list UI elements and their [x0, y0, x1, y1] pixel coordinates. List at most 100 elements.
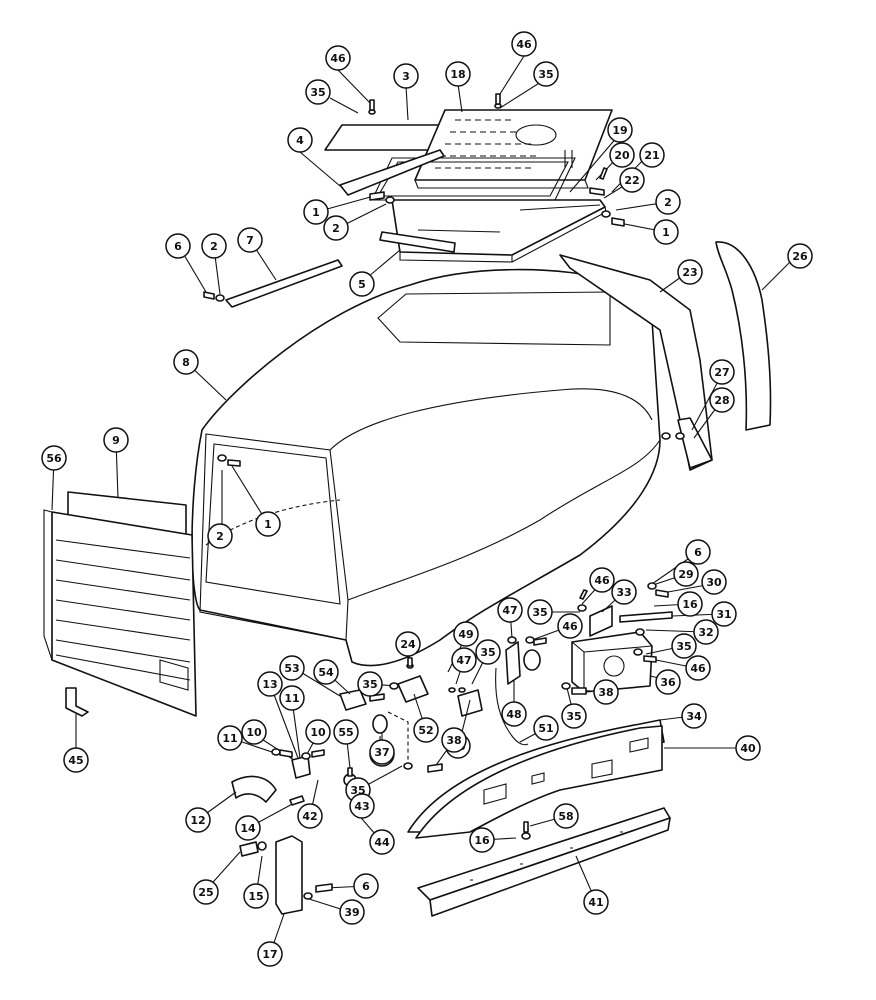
- callout-label: 54: [318, 666, 334, 679]
- part-vented-grille: [414, 109, 613, 189]
- callout-24: 24: [395, 631, 421, 657]
- callout-circle: [445, 61, 471, 87]
- part-hinge-52: [397, 675, 429, 703]
- callout-label: 1: [312, 206, 320, 219]
- callout-circle: [339, 899, 365, 925]
- callout-circle: [279, 655, 305, 681]
- callout-54: 54: [313, 659, 339, 685]
- callout-label: 23: [682, 266, 697, 279]
- callout-label: 6: [694, 546, 702, 559]
- part-bracket-48: [505, 641, 521, 685]
- callout-9: 9: [103, 427, 129, 453]
- callout-circle: [279, 685, 305, 711]
- callout-circle: [709, 359, 735, 385]
- callout-19: 19: [607, 117, 633, 143]
- callout-label: 14: [240, 822, 256, 835]
- callout-label: 11: [284, 692, 299, 705]
- callout-label: 46: [690, 662, 706, 675]
- hardware: [203, 93, 685, 900]
- callout-48: 48: [501, 701, 527, 727]
- callout-8: 8: [173, 349, 199, 375]
- callout-circle: [469, 827, 495, 853]
- callout-circle: [673, 561, 699, 587]
- callout-circle: [395, 631, 421, 657]
- callout-circle: [501, 701, 527, 727]
- callout-circle: [441, 727, 467, 753]
- part-hinge-strip: [225, 259, 343, 308]
- callout-35: 35: [527, 599, 553, 625]
- callout-label: 35: [532, 606, 547, 619]
- callout-label: 52: [418, 724, 433, 737]
- callout-label: 22: [624, 174, 639, 187]
- part-lower-rail: [417, 807, 671, 917]
- callout-11: 11: [217, 725, 243, 751]
- callout-37: 37: [369, 739, 395, 765]
- callout-36: 36: [655, 669, 681, 695]
- callout-35: 35: [305, 79, 331, 105]
- callout-1: 1: [303, 199, 329, 225]
- callout-4: 4: [287, 127, 313, 153]
- callout-circle: [589, 567, 615, 593]
- callout-circle: [241, 719, 267, 745]
- callout-label: 40: [740, 742, 756, 755]
- callout-46: 46: [325, 45, 351, 71]
- callout-label: 46: [594, 574, 610, 587]
- callout-circle: [41, 445, 67, 471]
- callout-circle: [297, 803, 323, 829]
- callout-label: 43: [354, 800, 369, 813]
- callout-circle: [677, 259, 703, 285]
- callout-label: 8: [182, 356, 190, 369]
- callout-label: 12: [190, 814, 205, 827]
- callout-label: 37: [374, 746, 389, 759]
- callout-35: 35: [671, 633, 697, 659]
- callout-6: 6: [165, 233, 191, 259]
- parts-drawing: [43, 109, 772, 917]
- callout-circle: [527, 599, 553, 625]
- callout-label: 7: [246, 234, 254, 247]
- callout-13: 13: [257, 671, 283, 697]
- callout-label: 17: [262, 948, 277, 961]
- part-front-grille: [43, 491, 197, 717]
- callout-circle: [349, 793, 375, 819]
- callout-circle: [185, 807, 211, 833]
- callout-label: 10: [246, 726, 262, 739]
- callout-label: 46: [562, 620, 578, 633]
- callout-circle: [475, 639, 501, 665]
- callout-2: 2: [201, 233, 227, 259]
- callout-circle: [369, 829, 395, 855]
- callout-label: 3: [402, 70, 410, 83]
- callout-16: 16: [469, 827, 495, 853]
- callout-label: 49: [458, 628, 473, 641]
- callout-label: 2: [332, 222, 340, 235]
- callout-circle: [607, 117, 633, 143]
- callout-38: 38: [441, 727, 467, 753]
- callout-circle: [237, 227, 263, 253]
- callout-label: 28: [714, 394, 729, 407]
- callout-circle: [709, 387, 735, 413]
- callout-45: 45: [63, 747, 89, 773]
- callout-label: 48: [506, 708, 521, 721]
- callout-35: 35: [533, 61, 559, 87]
- callout-label: 4: [296, 134, 304, 147]
- callout-label: 18: [450, 68, 465, 81]
- callout-23: 23: [677, 259, 703, 285]
- callout-16: 16: [677, 591, 703, 617]
- dash-line-1: [387, 711, 409, 760]
- part-front-rail: [379, 231, 456, 253]
- part-side-rail: [407, 719, 665, 839]
- callout-label: 45: [68, 754, 83, 767]
- callout-circle: [711, 601, 737, 627]
- part-bushing-37: [523, 649, 541, 671]
- callout-label: 5: [358, 278, 366, 291]
- callout-21: 21: [639, 142, 665, 168]
- callout-53: 53: [279, 655, 305, 681]
- callout-label: 58: [558, 810, 573, 823]
- callout-25: 25: [193, 879, 219, 905]
- callout-label: 13: [262, 678, 277, 691]
- callout-46: 46: [557, 613, 583, 639]
- callout-circle: [207, 523, 233, 549]
- callout-label: 46: [330, 52, 346, 65]
- callout-label: 6: [362, 880, 370, 893]
- callout-circle: [257, 671, 283, 697]
